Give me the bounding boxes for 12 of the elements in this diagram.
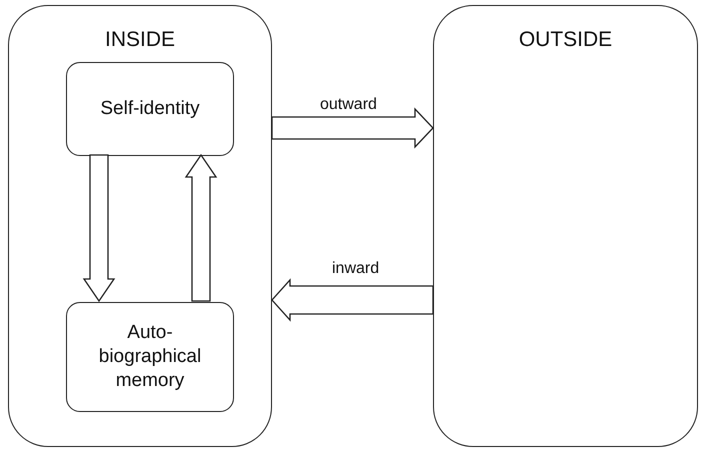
container-box [8,5,272,447]
block-arrow [271,278,434,322]
box-heading: INSIDE [104,28,175,52]
box-heading: OUTSIDE [518,28,612,52]
block-arrow [184,154,218,302]
box-label: Auto- biographical memory [98,321,202,393]
process-box [66,302,234,412]
process-box [66,62,234,156]
block-arrow [271,107,434,149]
container-box [433,5,698,447]
block-arrow [82,154,116,302]
box-label: Self-identity [100,97,200,121]
